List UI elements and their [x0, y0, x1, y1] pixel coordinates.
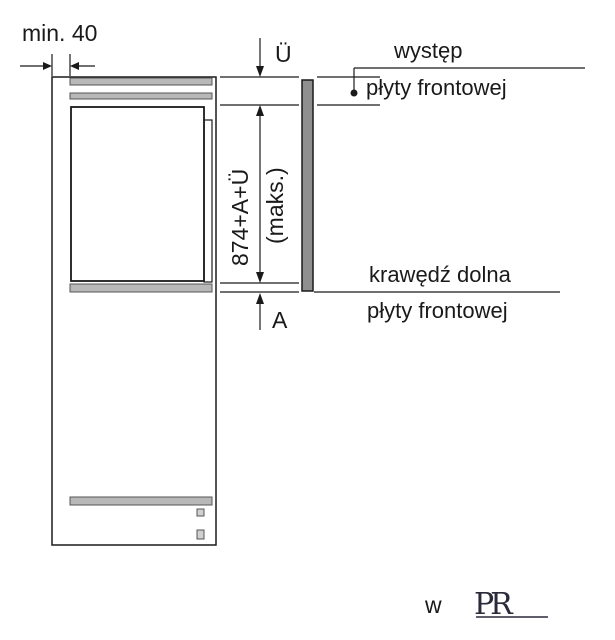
bottom-edge-label-line1: krawędź dolna [369, 262, 512, 287]
u-arrowhead [256, 66, 264, 77]
height-arrowhead-bottom [256, 272, 264, 283]
protrusion-label-line2: płyty frontowej [366, 75, 507, 100]
height-note-label: (maks.) [262, 167, 288, 244]
cabinet-foot-upper [196, 508, 205, 517]
front-panel [301, 79, 314, 292]
a-arrowhead [256, 293, 264, 304]
appliance-top-panel [69, 77, 213, 86]
appliance-top-panel-lower [69, 92, 213, 100]
cabinet-lower-shelf [69, 496, 213, 506]
appliance-body [70, 106, 205, 282]
appliance-door-edge [203, 119, 213, 283]
min-gap-label: min. 40 [22, 20, 97, 46]
height-value-label: 874+A+Ü [227, 169, 253, 266]
u-label: Ü [275, 41, 292, 67]
a-label: A [272, 307, 288, 333]
protrusion-label-line1: występ [393, 38, 462, 63]
height-arrowhead-top [256, 105, 264, 116]
min-gap-left-arrowhead [43, 62, 52, 70]
min-gap-right-arrowhead [70, 62, 79, 70]
watermark-letter: w [424, 592, 442, 618]
protrusion-leader-dot [350, 89, 358, 97]
logo: PR [474, 587, 548, 622]
bottom-edge-label-line2: płyty frontowej [367, 298, 508, 323]
appliance-bottom-panel [69, 283, 213, 293]
cabinet-niche [51, 76, 217, 546]
cabinet-foot-lower [196, 529, 205, 540]
